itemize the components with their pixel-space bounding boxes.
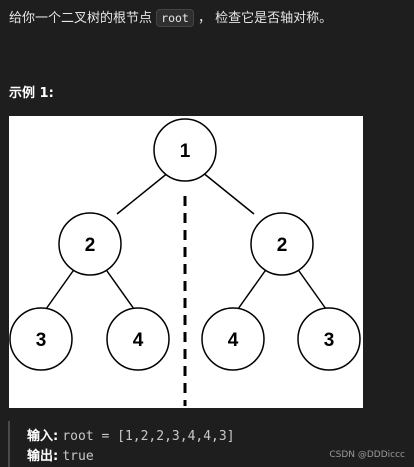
tree-svg: 1 2 2 3 4 4 3 <box>9 118 361 406</box>
node-label: 4 <box>133 330 144 351</box>
inline-code-root: root <box>156 9 194 27</box>
tree-node: 3 <box>297 307 361 371</box>
edge-left-left <box>45 263 79 310</box>
edge-root-right <box>201 171 255 215</box>
tree-node: 4 <box>106 307 170 371</box>
statement-suffix: ， 检查它是否轴对称。 <box>198 11 333 26</box>
node-label: 2 <box>85 235 96 256</box>
tree-node: 2 <box>250 212 314 276</box>
input-label: 输入: <box>27 429 59 444</box>
example-io: 输入: root = [1,2,2,3,4,4,3] 输出: true <box>8 421 414 467</box>
input-line: 输入: root = [1,2,2,3,4,4,3] <box>27 425 235 444</box>
edge-left-right <box>101 263 135 310</box>
tree-node: 1 <box>153 118 217 182</box>
watermark: CSDN @DDDiccc <box>329 450 405 460</box>
edge-right-right <box>293 263 327 310</box>
problem-statement: 给你一个二叉树的根节点 root ， 检查它是否轴对称。 <box>9 8 332 29</box>
output-label: 输出: <box>27 449 59 464</box>
tree-diagram: 1 2 2 3 4 4 3 <box>9 116 363 408</box>
node-label: 2 <box>277 235 288 256</box>
statement-prefix: 给你一个二叉树的根节点 <box>9 11 153 26</box>
tree-node: 2 <box>58 212 122 276</box>
edge-root-left <box>116 171 170 215</box>
input-value: root = [1,2,2,3,4,4,3] <box>62 429 235 444</box>
node-label: 3 <box>36 330 47 351</box>
output-line: 输出: true <box>27 445 94 464</box>
edge-right-left <box>237 263 271 310</box>
node-label: 1 <box>180 141 191 162</box>
tree-node: 4 <box>201 307 265 371</box>
tree-node: 3 <box>9 307 73 371</box>
node-label: 3 <box>324 330 335 351</box>
output-value: true <box>62 449 94 464</box>
node-label: 4 <box>228 330 239 351</box>
example-title: 示例 1: <box>9 86 54 101</box>
